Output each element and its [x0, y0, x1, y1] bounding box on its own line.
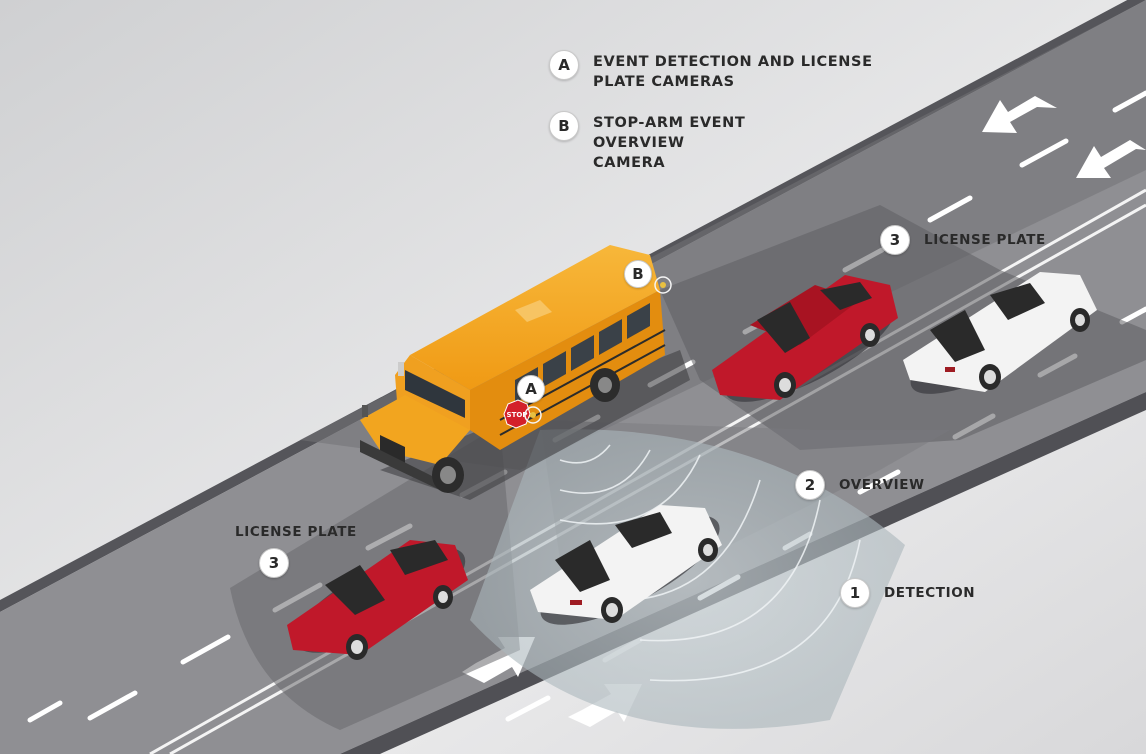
zone-label-license-plate-rear: 3 LICENSE PLATE — [880, 225, 1046, 255]
zone-label-overview: 2 OVERVIEW — [795, 470, 925, 500]
zone-text: DETECTION — [884, 585, 976, 601]
legend-line: STOP-ARM EVENT — [593, 115, 746, 131]
legend-line: EVENT DETECTION AND LICENSE — [593, 54, 873, 70]
svg-text:STOP: STOP — [507, 411, 528, 419]
bus-marker-b: B — [624, 260, 652, 288]
red-car-far — [712, 275, 898, 402]
badge-a: A — [549, 50, 579, 80]
legend-item-a: A EVENT DETECTION AND LICENSE PLATE CAME… — [549, 50, 873, 92]
bus-marker-a: A — [517, 375, 545, 403]
school-bus — [360, 245, 690, 500]
arrow-icon-far-lane — [982, 96, 1146, 178]
zone-text: OVERVIEW — [839, 477, 925, 493]
detection-arcs — [559, 444, 861, 682]
legend-text-a: EVENT DETECTION AND LICENSE PLATE CAMERA… — [593, 52, 873, 92]
zone-detection — [470, 429, 905, 729]
legend-line: OVERVIEW — [593, 135, 685, 151]
zone-text-license-plate-front: LICENSE PLATE — [235, 524, 357, 540]
legend-text-b: STOP-ARM EVENT OVERVIEW CAMERA — [593, 113, 745, 173]
badge-2: 2 — [795, 470, 825, 500]
badge-1: 1 — [840, 578, 870, 608]
white-car-far — [903, 272, 1097, 394]
legend-line: PLATE CAMERAS — [593, 74, 735, 90]
badge-b: B — [549, 111, 579, 141]
legend-item-b: B STOP-ARM EVENT OVERVIEW CAMERA — [549, 111, 745, 173]
stop-arm-sign: STOP — [503, 399, 531, 429]
camera-b-icon — [654, 276, 672, 294]
zone-label-detection: 1 DETECTION — [840, 578, 975, 608]
legend-line: CAMERA — [593, 155, 666, 171]
badge-3: 3 — [880, 225, 910, 255]
zone-text: LICENSE PLATE — [924, 232, 1046, 248]
camera-a-icon — [524, 406, 542, 424]
red-car-near — [287, 540, 468, 660]
badge-3-front: 3 — [259, 548, 289, 578]
white-car-near — [530, 505, 722, 625]
